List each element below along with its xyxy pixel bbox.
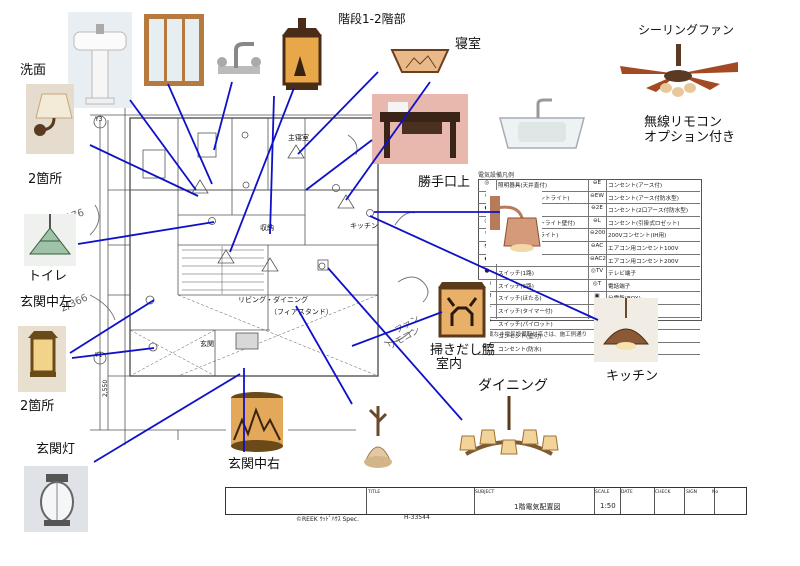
label-entrance-light: 玄関灯 [36,442,76,457]
legend-note: ※記載なき電気設備取付高さは、施工例通り [478,332,588,338]
legend-symbol-icon: ◎T [592,280,602,287]
legend-symbol-icon: ⊖W [481,343,493,350]
plan-room-master-bedroom: 主寝室 [288,134,309,142]
legend-row: ● スイッチ(1路) ◎TV テレビ端子 [478,267,700,280]
legend-symbol-icon: ⊖2E [591,205,603,212]
label-sweep-1: 掃きだし脇 [430,343,496,358]
legend-symbol-icon: ⊖AC [590,242,604,249]
legend-symbol-icon: ⊖EW [590,192,604,199]
entrance-porch-light-photo [24,466,88,532]
legend-symbol-icon: ⊖E [592,180,602,186]
legend-item-right: 200Vコンセント(IH用) [608,233,667,240]
legend-item-right: エアコン用コンセント100V [608,245,679,252]
legend-item-left: スイッチ(タイマー付) [498,308,553,315]
legend-item-left: スイッチ(パイロット) [498,321,553,328]
legend-row: ◎ 照明器具(天井直付) ⊖E コンセント(アース付) [478,179,700,192]
legend-header: 電気設備凡例 [478,172,515,179]
legend-item-right: コンセント(2口アース付防水型) [608,208,689,215]
label-dining: ダイニング [478,378,548,394]
label-remote-1: 無線リモコン [644,115,723,130]
legend-item-right: エアコン用コンセント200V [608,258,679,265]
vanity-desk-photo [372,94,468,164]
drawing-subject: 1階電気配置図 [514,503,561,511]
legend-item-right: 電話端子 [608,283,631,290]
legend-symbol-icon: ◎ [484,180,490,186]
bedroom-flush-light-photo [388,40,452,80]
date-label: DATE [621,490,633,495]
legend-frame [478,179,702,321]
label-remote-2: オプション付き [644,130,736,145]
antler-lamp-photo [356,404,402,476]
kitchen-sink-photo [494,96,590,152]
legend-item-right: コンセント(アース付) [608,183,663,189]
legend-symbol-icon: ◎TV [590,268,604,275]
plan-room-entrance: 玄関 [200,340,214,348]
kitchen-pendant-photo [594,298,658,362]
check-label: CHECK [655,490,671,495]
title-block [225,487,747,515]
ceiling-fan-photo [616,44,742,118]
pedestal-sink-photo [68,12,132,108]
label-entrance-mid-right: 玄関中右 [228,457,281,472]
stair-lantern-photo [272,16,332,96]
label-toilet: トイレ [28,269,68,284]
chandelier-photo [454,396,564,476]
legend-item-left: スイッチ(1路) [498,271,534,278]
label-wash: 洗面 [20,63,47,78]
drawing-number: H-33544 [404,514,430,521]
legend-item-left: コンセント(防水) [498,346,542,353]
plan-room-storage: 収納 [260,224,274,232]
label-sweep-2: 室内 [436,357,463,372]
sign-label: SIGN [686,490,698,495]
company-name: ©REEK ｳｯﾄﾞﾊｳｽ Spec. [296,516,360,523]
legend-item-left: 照明器具(天井直付) [498,183,548,189]
legend-symbol-icon: ⊖200 [590,230,606,237]
faucet-photo [208,36,270,82]
legend-item-right: コンセント(引掛式ロゼット) [608,220,680,227]
label-stairs: 階段1-2階部 [338,12,406,26]
legend-symbol-icon: ⊖L [593,217,601,224]
no-label: No [712,490,719,495]
entrance-lantern-left-photo [18,326,66,392]
legend-item-right: コンセント(アース付防水型) [608,195,679,202]
scale-label: SCALE [595,490,610,495]
plan-room-kitchen: キッチン [350,222,378,230]
plan-room-living-sub: （フィアスタンド） [270,308,333,316]
wash-sconce-photo [26,84,74,154]
drawing-scale: 1:50 [600,502,616,510]
label-bedroom: 寝室 [455,37,482,52]
toilet-pendant-photo [24,214,76,266]
legend-symbol-icon: ⊖AC2 [590,255,606,262]
label-kitchen: キッチン [606,369,659,384]
axis-y3: Y3 [95,116,103,123]
legend-item-left: コンセント(壁付) [498,334,542,341]
label-ceiling-fan: シーリングファン [638,23,735,37]
plan-room-living-dining: リビング・ダイニング [238,296,308,304]
legend-symbol-icon: ▣ [594,293,600,300]
moose-sconce-photo [434,280,490,344]
label-back-door: 勝手口上 [418,175,471,190]
entrance-drum-light-photo [226,390,288,454]
label-two-places-a: 2箇所 [28,172,63,187]
legend-item-left: スイッチ(ほたる) [498,296,542,303]
label-entrance-mid-left: 玄関中左 [20,295,73,310]
subject-label: SUBJECT [475,490,495,495]
legend-item-left: スイッチ(3路) [498,283,534,290]
title-label: TITLE [368,490,381,495]
back-door-sconce-photo [486,190,542,264]
legend-item-right: テレビ端子 [608,271,636,278]
medicine-cabinet-photo [144,14,204,86]
label-two-places-b: 2箇所 [20,399,55,414]
legend-symbol-icon: ● [484,268,490,275]
